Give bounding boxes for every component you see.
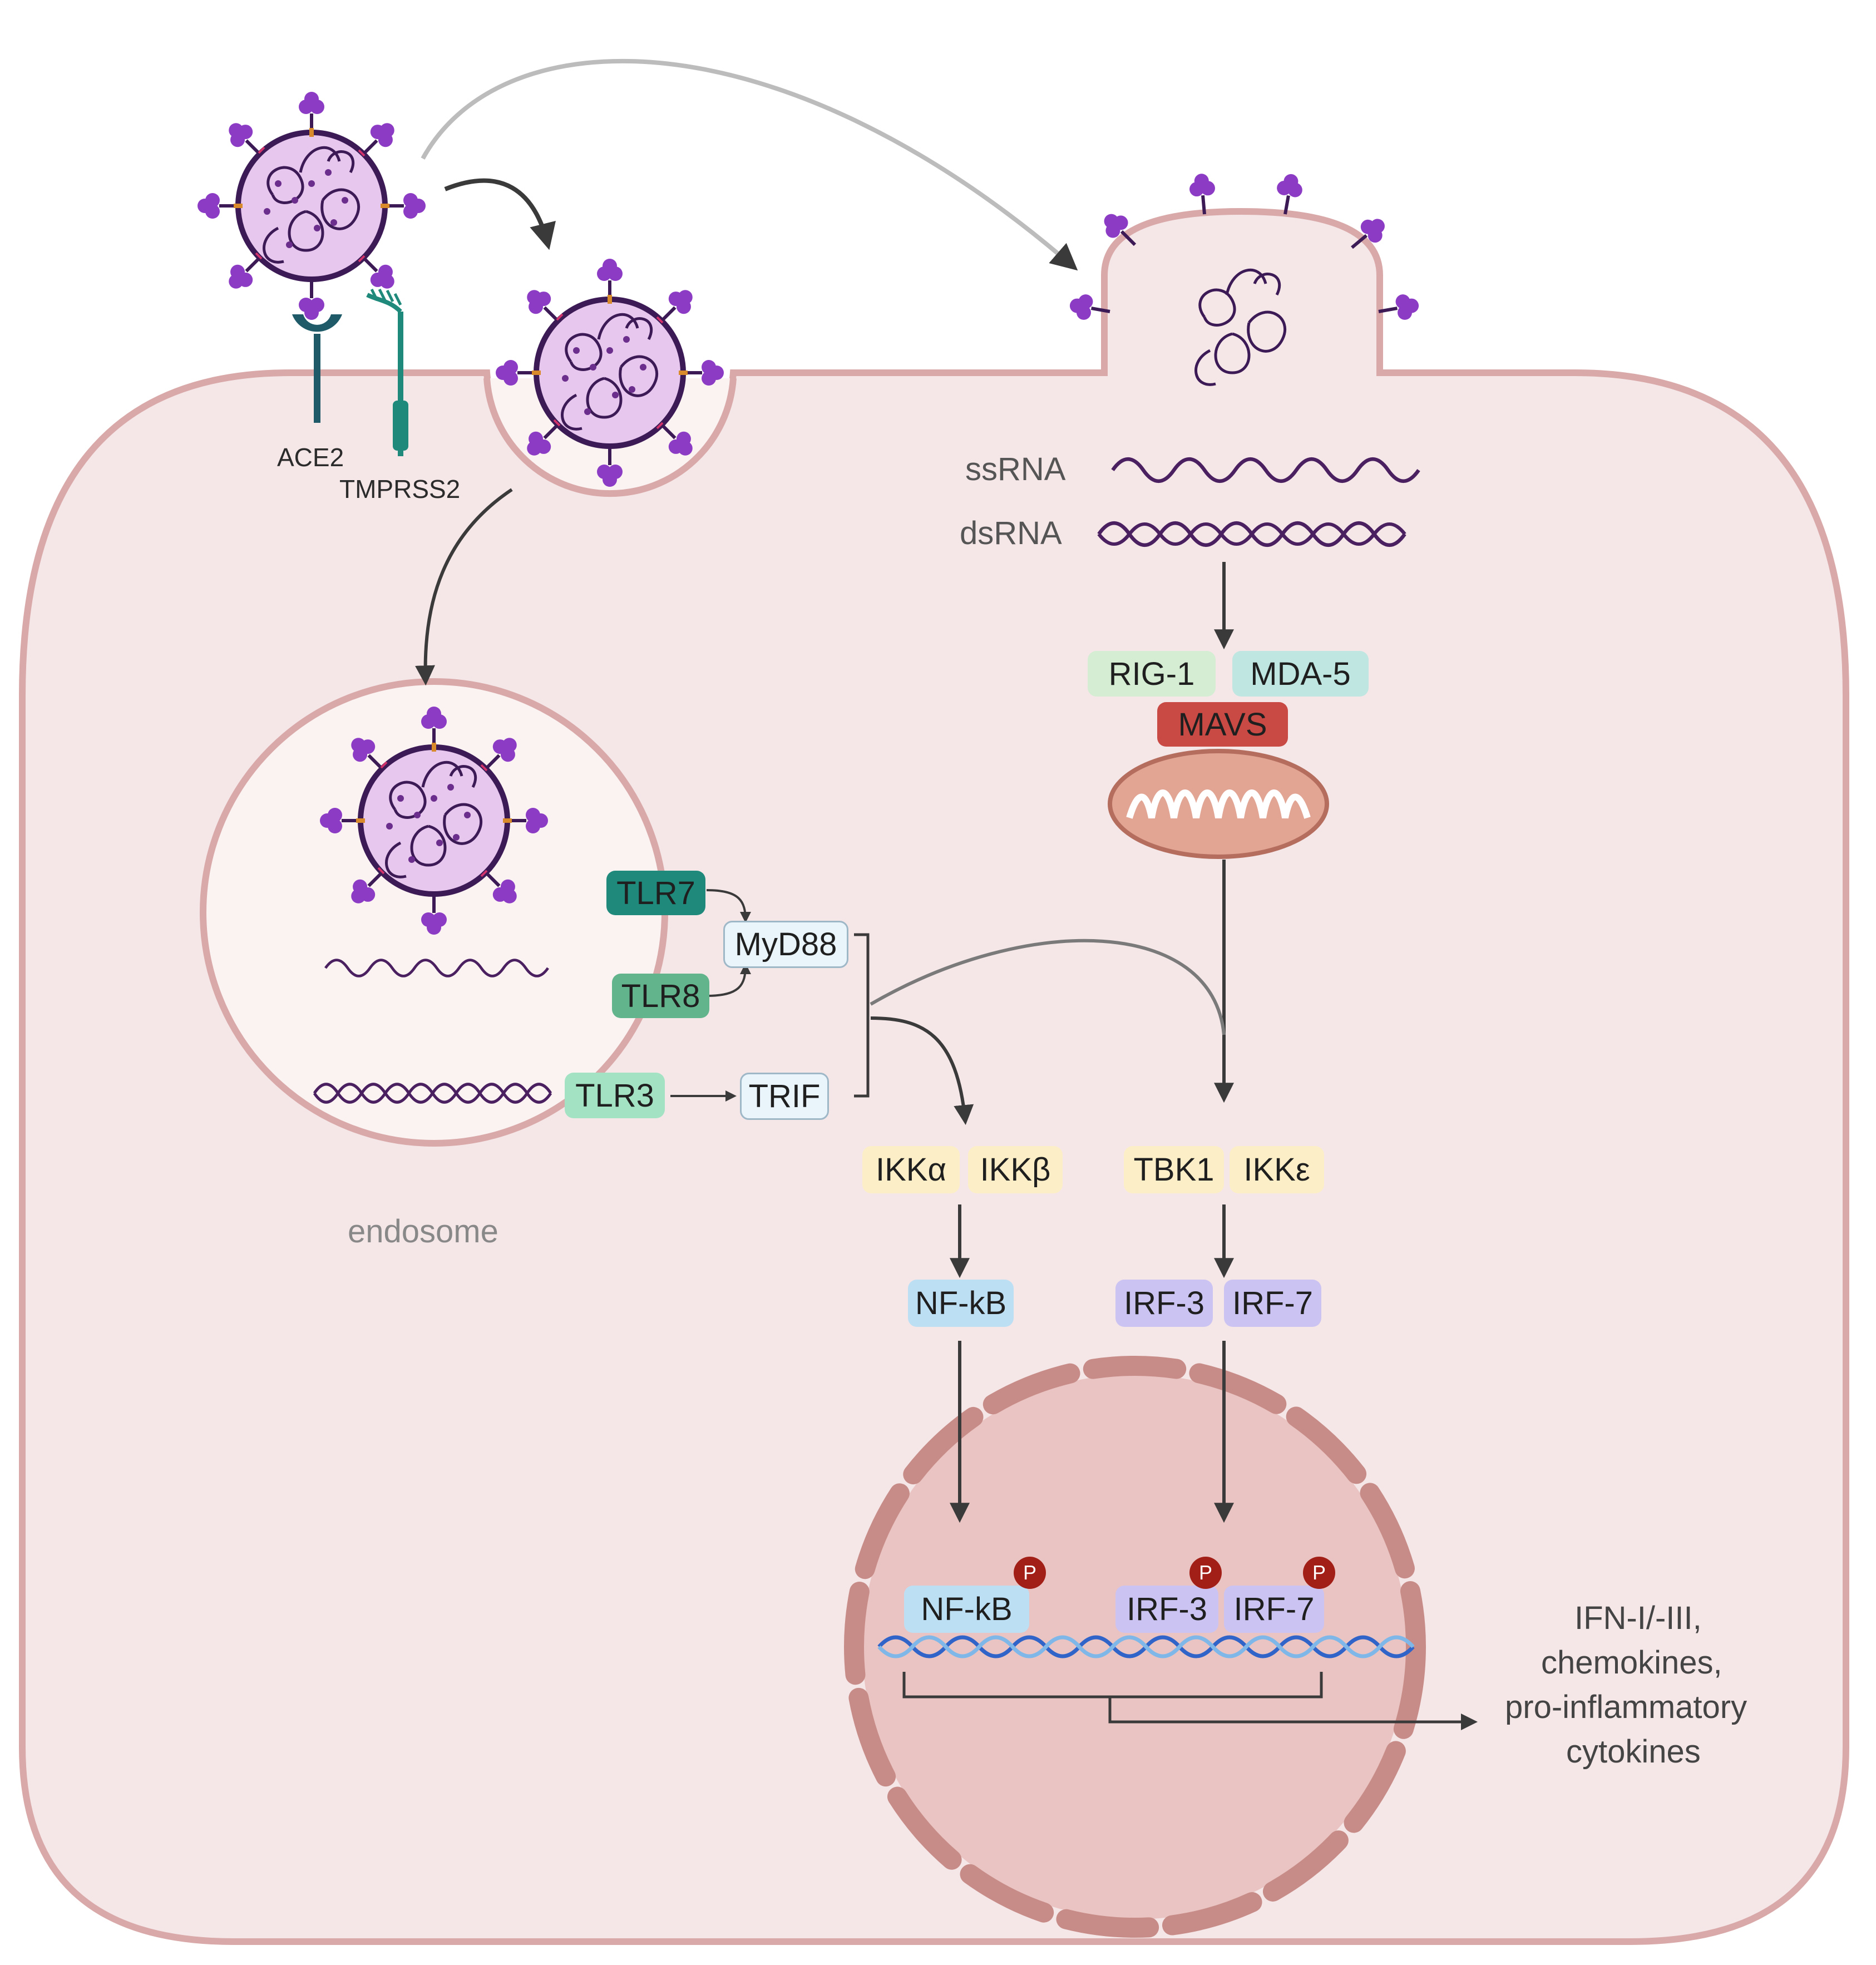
adaptor-bracket (854, 933, 870, 1098)
arrow-tlr7-to-myd88 (706, 889, 751, 923)
mitochondrion (1108, 749, 1329, 859)
arrow-gene-output (1108, 1697, 1478, 1730)
gene-bracket (902, 1672, 1323, 1699)
dna-helix (877, 1635, 1415, 1658)
virion-endocytosed (496, 259, 724, 487)
viral-genome-released (1194, 268, 1287, 386)
arrow-to-endosome (415, 488, 513, 686)
virion-endosome (320, 707, 548, 935)
tmprss2-receptor (366, 288, 408, 456)
arrow-to-fusion (421, 58, 1078, 271)
arrow-bracket-to-tbk1 (870, 939, 1226, 1035)
nuclear-envelope (844, 1356, 1426, 1938)
ace2-receptor (292, 314, 342, 423)
virion-extracellular (198, 92, 426, 320)
arrow-to-endocytosis (444, 178, 556, 250)
arrow-tlr8-to-myd88 (706, 963, 751, 997)
nucleus (862, 1374, 1408, 1919)
arrow-bracket-to-ikk (870, 1016, 974, 1125)
